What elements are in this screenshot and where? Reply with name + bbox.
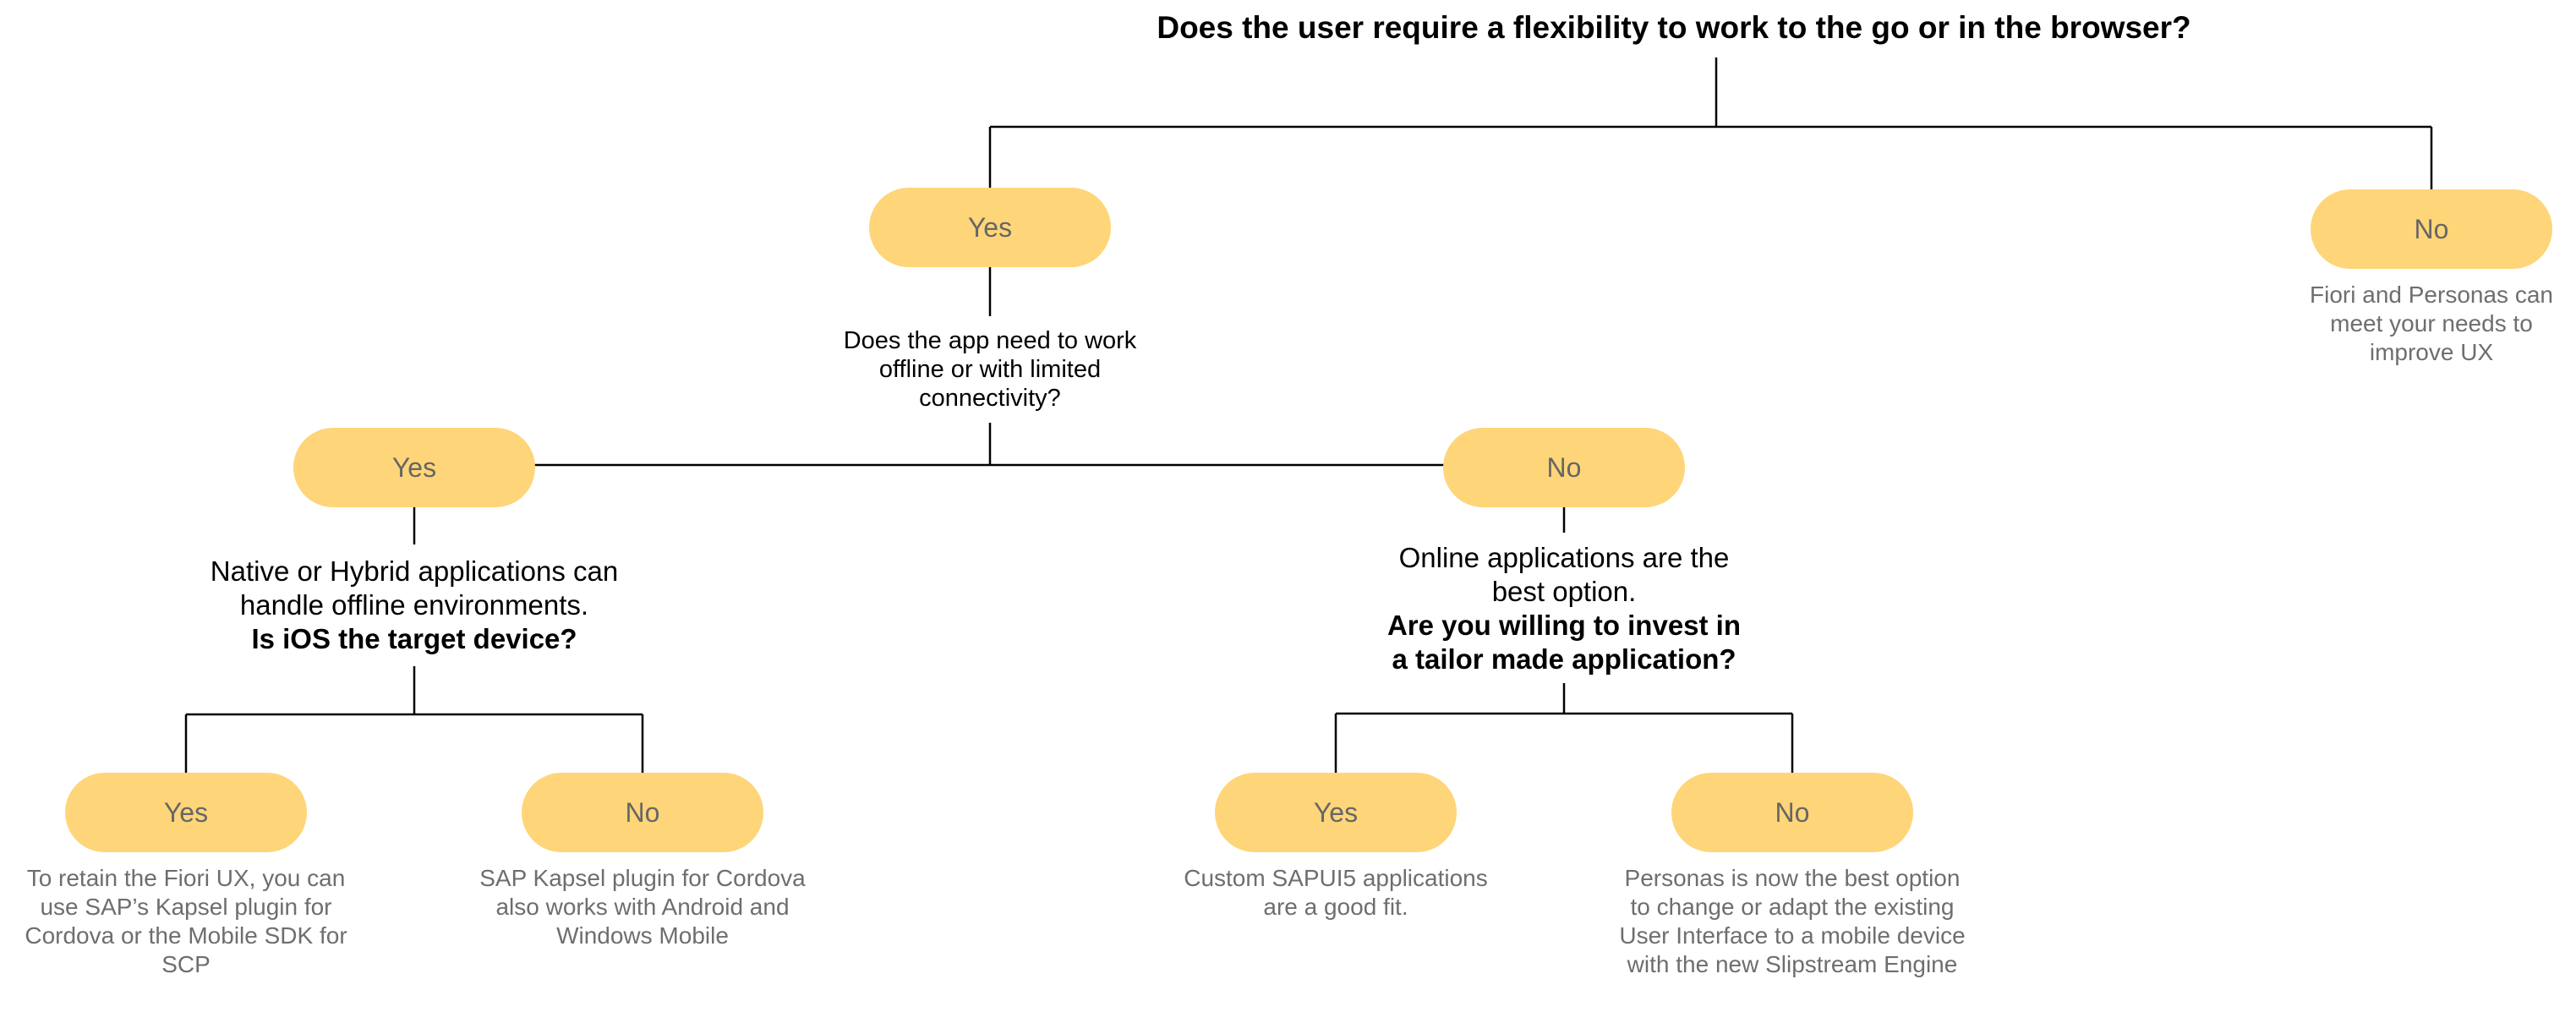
- online-question: Are you willing to invest in a tailor ma…: [1386, 610, 1742, 675]
- online-statement: Online applications are the best option.: [1398, 542, 1730, 607]
- native-no-node: No: [522, 773, 763, 852]
- online-yes-node: Yes: [1215, 773, 1457, 852]
- native-no-outcome: SAP Kapsel plugin for Cordova also works…: [479, 865, 806, 949]
- root-question: Does the user require a flexibility to w…: [1157, 10, 2191, 45]
- native-question: Is iOS the target device?: [251, 623, 577, 654]
- native-yes-node: Yes: [65, 773, 307, 852]
- native-text: Native or Hybrid applications can handle…: [194, 555, 634, 656]
- native-yes-outcome: To retain the Fiori UX, you can use SAP’…: [25, 865, 347, 977]
- offline-yes-node: Yes: [293, 428, 535, 507]
- online-yes-outcome: Custom SAPUI5 applications are a good fi…: [1184, 865, 1488, 920]
- online-no-node: No: [1671, 773, 1913, 852]
- root-yes-node: Yes: [869, 188, 1111, 267]
- online-text: Online applications are the best option.…: [1378, 541, 1750, 676]
- offline-question: Does the app need to work offline or wit…: [843, 327, 1137, 412]
- native-statement: Native or Hybrid applications can handle…: [210, 555, 619, 621]
- root-no-outcome: Fiori and Personas can meet your needs t…: [2310, 282, 2553, 365]
- root-no-node: No: [2311, 189, 2552, 269]
- online-no-outcome: Personas is now the best option to chang…: [1619, 865, 1966, 977]
- offline-no-node: No: [1443, 428, 1685, 507]
